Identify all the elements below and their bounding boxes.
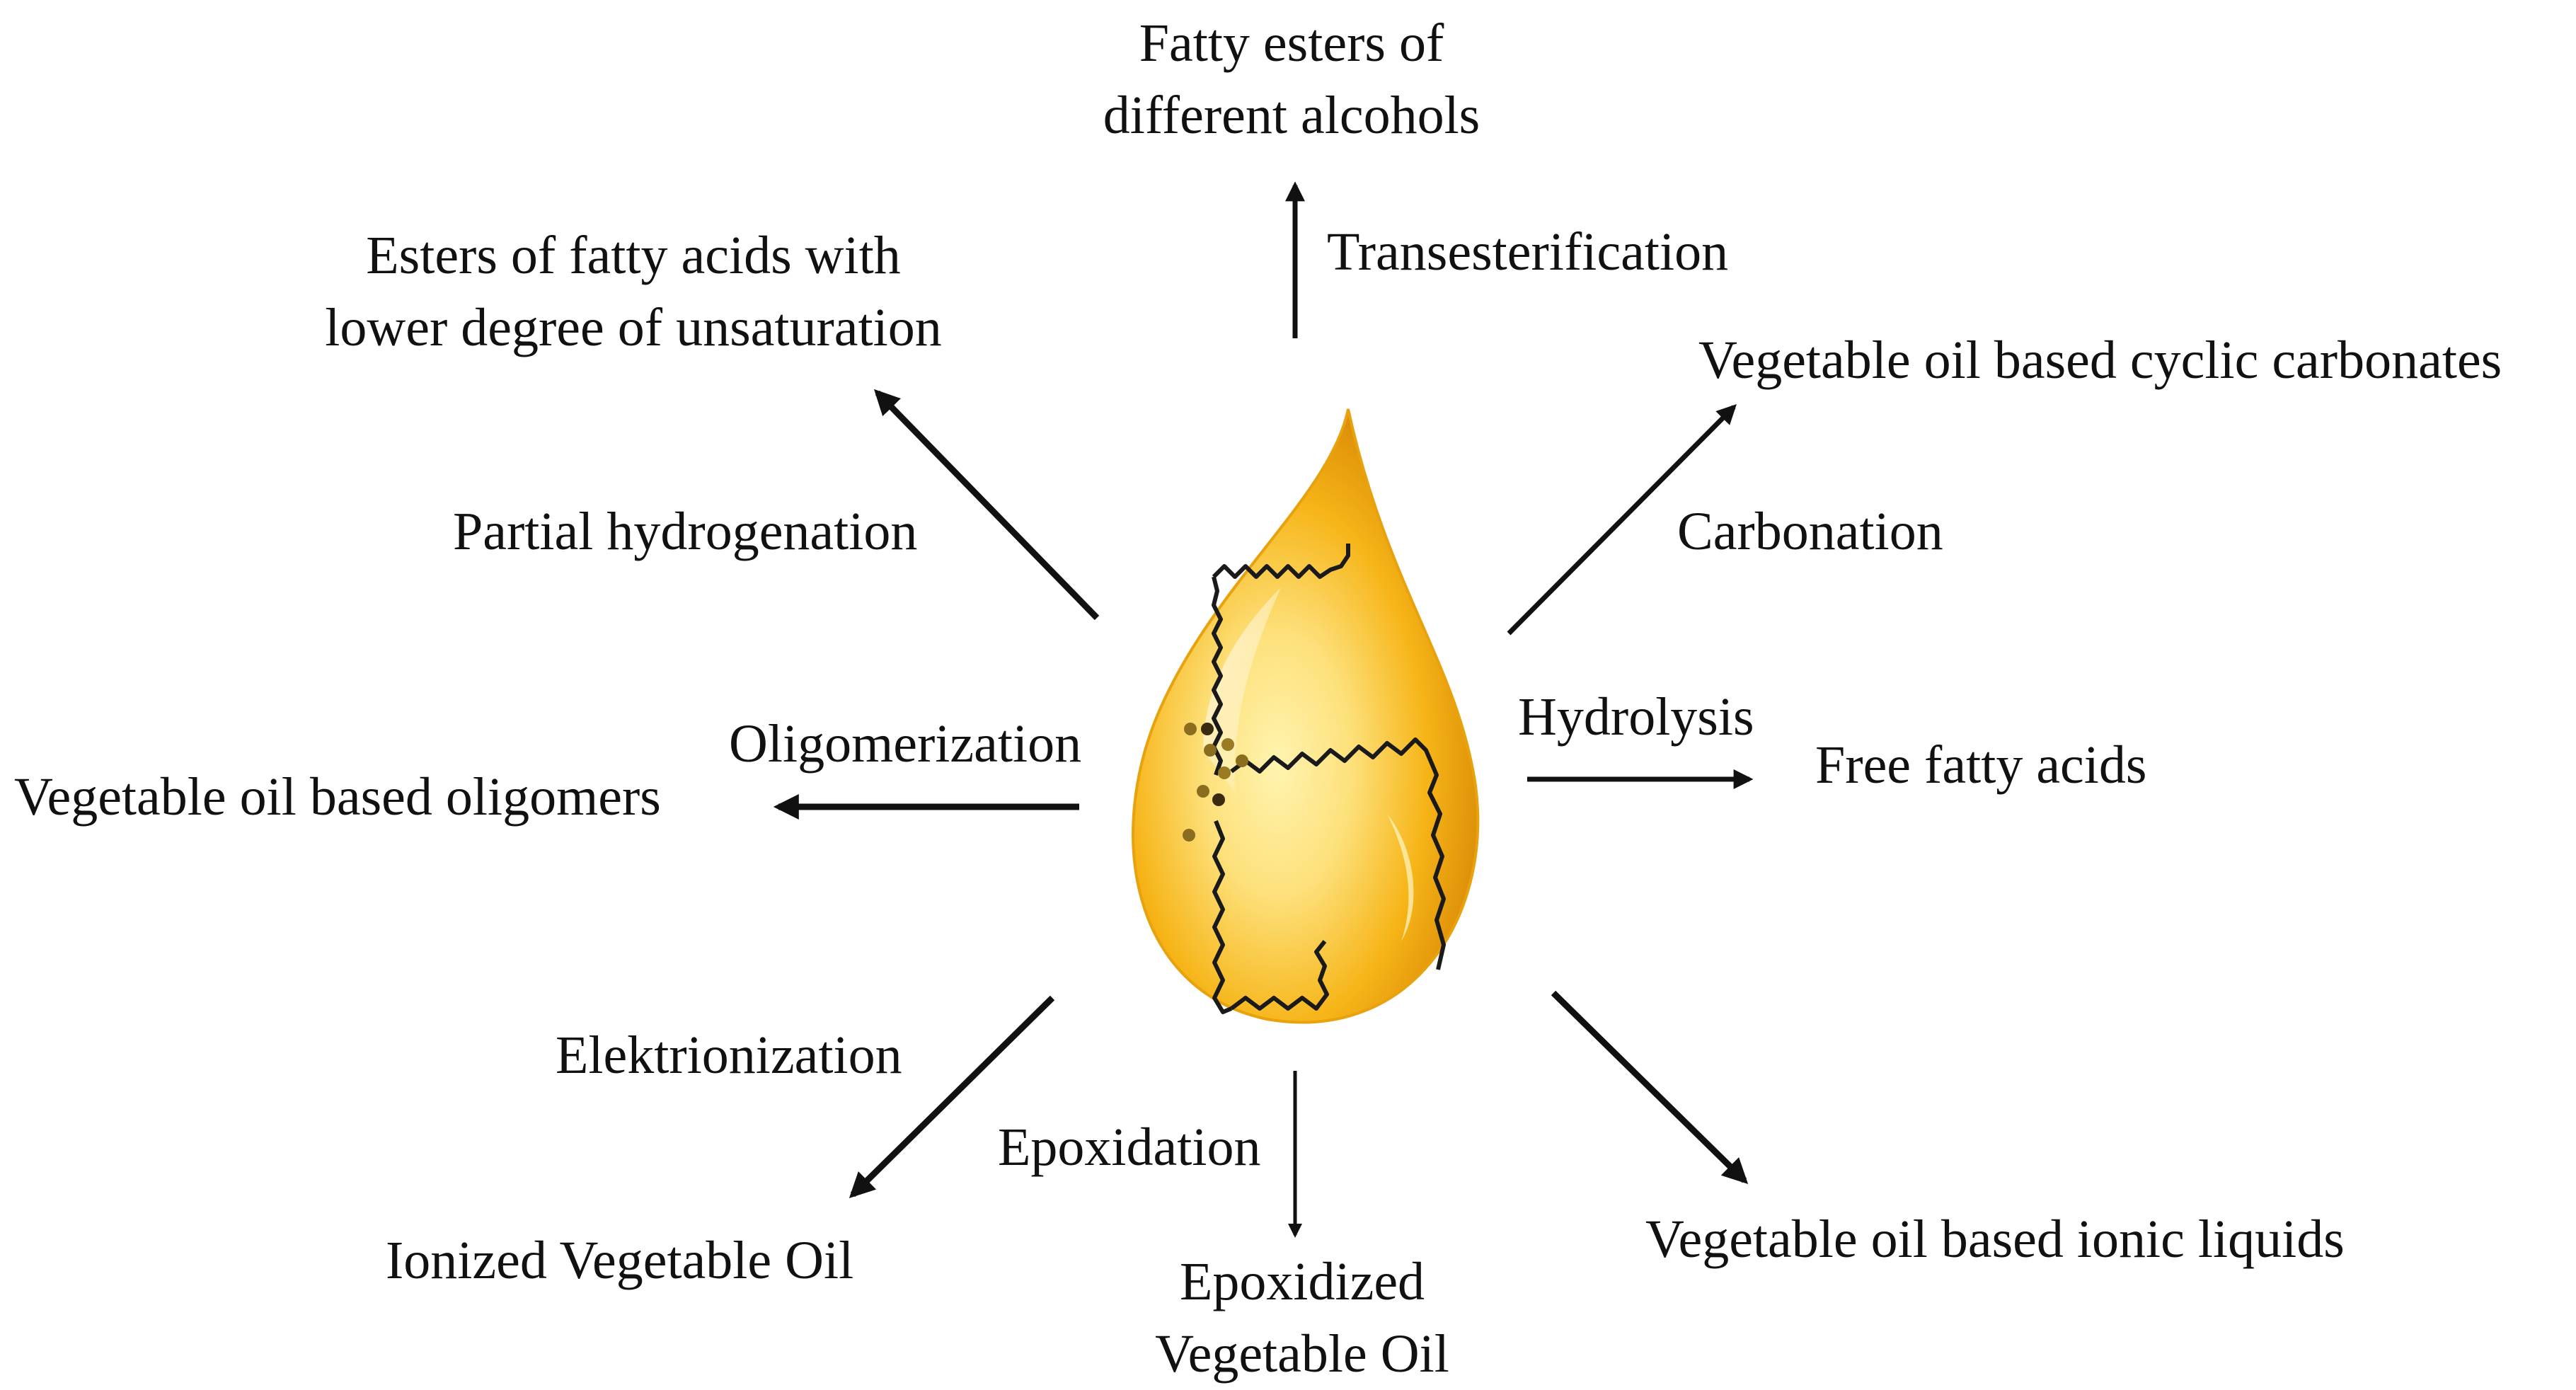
arrow-partial-hydrogenation — [873, 389, 1100, 621]
ester-dot — [1221, 738, 1234, 751]
ester-dot — [1183, 829, 1195, 842]
product-epoxidized-oil-line1: Epoxidized — [1179, 1252, 1425, 1311]
ester-dot — [1218, 766, 1231, 779]
product-ionized-oil: Ionized Vegetable Oil — [386, 1231, 854, 1290]
glycerol-backbone-upper — [1212, 576, 1223, 776]
product-esters-lower-unsaturation-line2: lower degree of unsaturation — [325, 298, 942, 357]
reaction-partial-hydrogenation: Partial hydrogenation — [453, 502, 918, 561]
reaction-carbonation: Carbonation — [1677, 502, 1943, 561]
product-fatty-esters: Fatty esters of different alcohols — [1026, 7, 1557, 151]
ester-dot — [1197, 785, 1209, 798]
oil-drop-icon — [1132, 408, 1480, 1024]
product-ionic-liquids: Vegetable oil based ionic liquids — [1645, 1210, 2345, 1269]
oil-drop-body — [1132, 408, 1480, 1024]
product-oligomers: Vegetable oil based oligomers — [14, 767, 661, 827]
oil-drop-highlight-small — [1387, 814, 1414, 941]
product-esters-lower-unsaturation-line1: Esters of fatty acids with — [366, 226, 901, 285]
reaction-hydrolysis: Hydrolysis — [1518, 687, 1754, 747]
fatty-chain-3 — [1230, 940, 1329, 1011]
fatty-chain-2 — [1230, 737, 1446, 970]
arrow-carbonation — [1507, 404, 1737, 636]
product-epoxidized-oil-line2: Vegetable Oil — [1155, 1324, 1449, 1384]
triglyceride-structure — [1212, 544, 1446, 1014]
reaction-oligomerization: Oligomerization — [729, 714, 1082, 774]
glycerol-backbone-lower — [1212, 820, 1233, 1014]
product-fatty-esters-line2: different alcohols — [1103, 86, 1480, 145]
product-free-fatty-acids: Free fatty acids — [1815, 735, 2147, 795]
product-cyclic-carbonates: Vegetable oil based cyclic carbonates — [1698, 331, 2502, 390]
reaction-transesterification: Transesterification — [1327, 222, 1729, 282]
ester-groups — [1183, 723, 1248, 842]
ester-dot — [1204, 744, 1217, 757]
product-esters-lower-unsaturation: Esters of fatty acids with lower degree … — [269, 219, 998, 364]
arrow-ionic-liquids — [1551, 990, 1749, 1185]
ester-dot — [1236, 754, 1248, 767]
reaction-elektrionization: Elektrionization — [556, 1026, 902, 1085]
reaction-arrows — [773, 181, 1754, 1238]
reaction-epoxidation: Epoxidation — [998, 1118, 1261, 1177]
fatty-chain-1 — [1212, 544, 1350, 579]
ester-dot — [1201, 723, 1214, 735]
product-fatty-esters-line1: Fatty esters of — [1139, 13, 1444, 73]
ester-dot — [1212, 793, 1225, 806]
product-epoxidized-oil: Epoxidized Vegetable Oil — [1097, 1246, 1507, 1390]
arrow-elektrionization — [849, 995, 1055, 1199]
ester-dot — [1184, 723, 1197, 735]
